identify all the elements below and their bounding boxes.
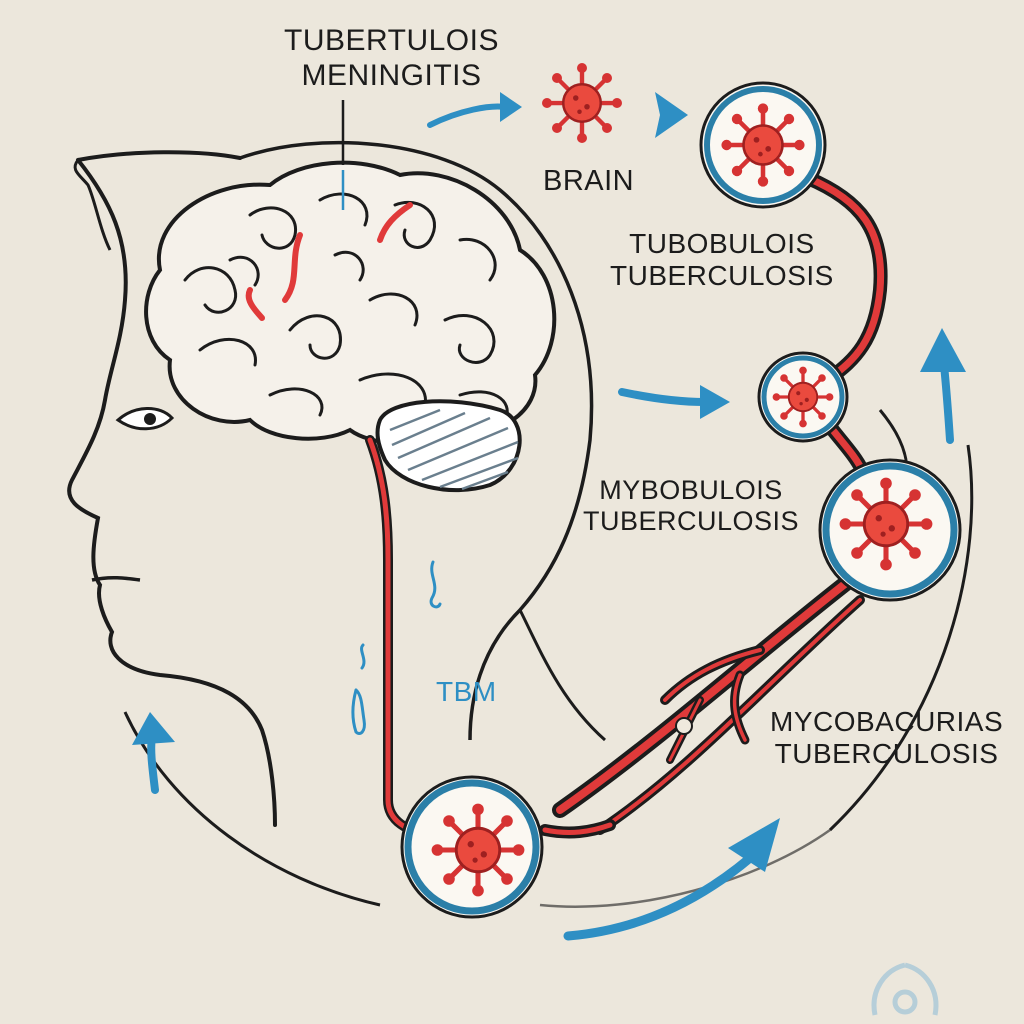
- node-top-right: [699, 81, 827, 209]
- main-vessel: [539, 171, 888, 839]
- flow-arrow-icon: [500, 92, 522, 122]
- bacteria-icon: [840, 478, 933, 571]
- bacteria-icon: [542, 63, 622, 143]
- label-3: MYBOBULOIS TUBERCULOSIS: [583, 475, 800, 537]
- flow-arrow-icon: [563, 818, 780, 941]
- bacteria-icon: [721, 103, 804, 186]
- cycle-arc: [123, 711, 381, 907]
- mouth: [91, 575, 141, 582]
- label-4: MYCOBACURIAS TUBERCULOSIS: [770, 706, 1004, 770]
- cycle-arc-right: [828, 444, 974, 832]
- brain-label: BRAIN: [543, 165, 635, 197]
- label-2: TUBOBULOIS TUBERCULOSIS: [610, 228, 834, 292]
- skull-outline: [239, 140, 594, 741]
- flow-arrow-icon: [618, 385, 730, 419]
- bacteria-icon: [770, 364, 836, 430]
- flow-arrow-icon: [655, 92, 688, 138]
- squiggle-marks: [351, 560, 442, 735]
- hair-outline: [73, 159, 112, 251]
- head-outline: [67, 150, 277, 827]
- neck-back: [518, 609, 606, 742]
- biohazard-icon: [871, 962, 939, 1016]
- title-label: TUBERTULOIS MENINGITIS: [284, 24, 499, 92]
- brain-folds: [183, 192, 509, 422]
- cycle-arc-bottom: [539, 828, 831, 908]
- node-mid-right: [757, 351, 849, 443]
- cerebellum-stripes: [389, 408, 519, 491]
- flow-arrow-icon: [132, 712, 175, 794]
- flow-arrow-icon: [920, 328, 966, 444]
- tbm-label: TBM: [436, 676, 497, 707]
- brain: [144, 160, 557, 446]
- node-bottom: [400, 775, 544, 919]
- flow-arrow-icon: [427, 103, 508, 128]
- inflamed-vessels: [245, 202, 413, 321]
- spinal-vessel-outline: [365, 435, 445, 843]
- node-lower-right: [818, 458, 962, 602]
- bacteria-icon: [432, 804, 525, 897]
